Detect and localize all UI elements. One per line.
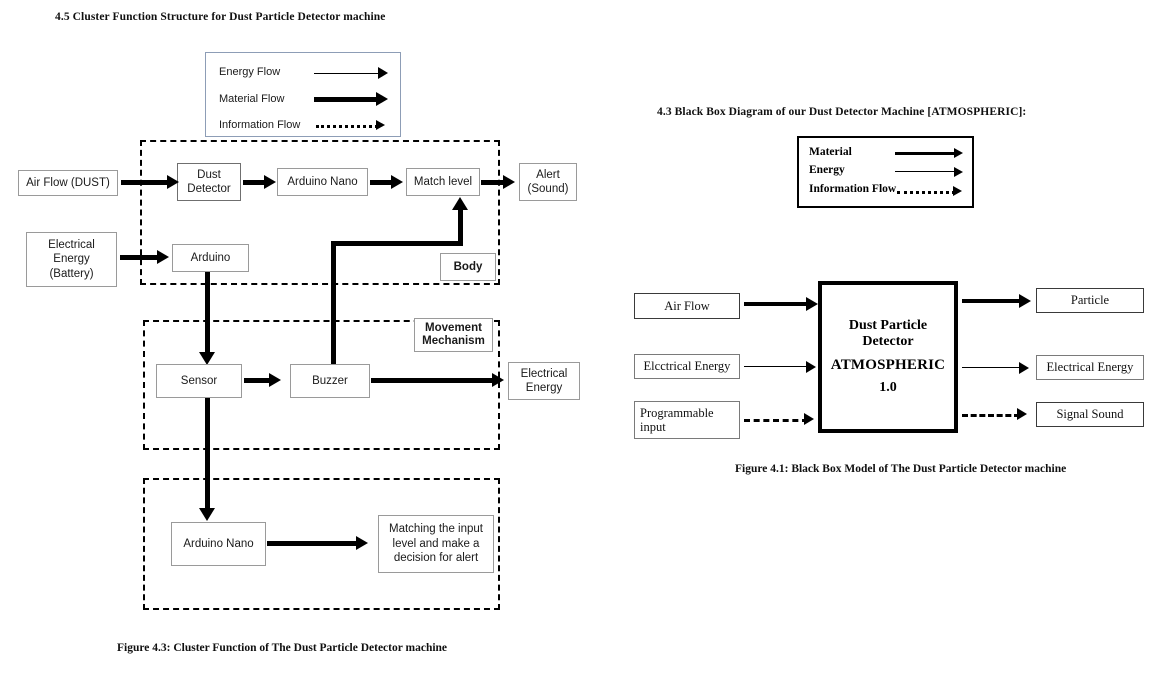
- output-box-particle: Particle: [1036, 288, 1144, 313]
- arrow-blackbox-to-electricalenergy-head: [1019, 362, 1029, 374]
- input-box-air-flow: Air Flow: [634, 293, 740, 319]
- right-diagram-heading: 4.3 Black Box Diagram of our Dust Detect…: [657, 106, 1027, 118]
- arrow-matchlevel-to-alert-head: [503, 175, 515, 189]
- box-air-flow-dust: Air Flow (DUST): [18, 170, 118, 196]
- arrow-airflow-to-blackbox-head: [806, 297, 818, 311]
- right-diagram-caption: Figure 4.1: Black Box Model of The Dust …: [735, 463, 1067, 475]
- legend-energy-flow-arrowhead: [378, 67, 388, 79]
- box-electrical-energy-output: Electrical Energy: [508, 362, 580, 400]
- input-box-electrical-energy: Elcctrical Energy: [634, 354, 740, 379]
- arrow-buzzer-to-matchlevel-horizontal: [331, 241, 463, 246]
- arrow-electricalenergy-to-blackbox-head: [806, 361, 816, 373]
- black-box-line-4: 1.0: [879, 380, 897, 396]
- legend-label-energy-flow: Energy Flow: [219, 66, 281, 78]
- label-box-body: Body: [440, 253, 496, 281]
- right-legend-information-arrowhead: [953, 186, 962, 196]
- arrow-buzzer-to-electricalenergy-line: [371, 378, 496, 383]
- right-legend-material-arrowhead: [954, 148, 963, 158]
- cluster-frame-body: [140, 140, 500, 285]
- right-legend-material-line: [895, 152, 957, 155]
- box-arduino-nano-bottom: Arduino Nano: [171, 522, 266, 566]
- cluster-frame-decision: [143, 478, 500, 610]
- arrow-airflow-to-blackbox-line: [744, 302, 810, 306]
- arrow-matchlevel-to-alert-line: [481, 180, 507, 185]
- left-diagram-heading: 4.5 Cluster Function Structure for Dust …: [55, 11, 386, 23]
- right-legend-energy-arrowhead: [954, 167, 963, 177]
- arrow-dustdetector-to-arduinonano-line: [243, 180, 267, 185]
- legend-information-flow-line: [316, 125, 378, 128]
- box-buzzer: Buzzer: [290, 364, 370, 398]
- output-box-signal-sound: Signal Sound: [1036, 402, 1144, 427]
- arrow-battery-to-arduino-line: [120, 255, 160, 260]
- arrow-battery-to-arduino-head: [157, 250, 169, 264]
- output-box-electrical-energy: Electrical Energy: [1036, 355, 1144, 380]
- box-arduino-nano-top: Arduino Nano: [277, 168, 368, 196]
- arrow-sensor-to-arduinonano-head: [199, 508, 215, 521]
- arrow-buzzer-to-matchlevel-head: [452, 197, 468, 210]
- label-box-movement-mechanism: Movement Mechanism: [414, 318, 493, 352]
- arrow-airflow-to-dustdetector-head: [167, 175, 179, 189]
- legend-label-information-flow: Information Flow: [219, 119, 301, 131]
- legend-energy-flow-line: [314, 73, 380, 74]
- arrow-blackbox-to-signalsound-line: [962, 414, 1020, 417]
- arrow-buzzer-to-electricalenergy-head: [492, 373, 504, 387]
- box-sensor: Sensor: [156, 364, 242, 398]
- legend-information-flow-arrowhead: [376, 120, 385, 130]
- legend-material-flow-arrowhead: [376, 92, 388, 106]
- box-alert-sound: Alert (Sound): [519, 163, 577, 201]
- right-legend-label-energy: Energy: [809, 164, 845, 176]
- right-legend-energy-line: [895, 171, 957, 172]
- input-box-programmable-input: Programmable input: [634, 401, 740, 439]
- left-legend-box: Energy Flow Material Flow Information Fl…: [205, 52, 401, 137]
- right-legend-information-line: [897, 191, 955, 194]
- arrow-buzzer-to-matchlevel-riser: [458, 210, 463, 244]
- left-diagram-caption: Figure 4.3: Cluster Function of The Dust…: [117, 642, 448, 654]
- black-box-dust-particle-detector: Dust Particle Detector ATMOSPHERIC 1.0: [818, 281, 958, 433]
- arrow-arduinonano-to-matching-head: [356, 536, 368, 550]
- arrow-arduinonano-to-matchlevel-line: [370, 180, 394, 185]
- arrow-blackbox-to-electricalenergy-line: [962, 367, 1024, 368]
- box-matching-decision: Matching the input level and make a deci…: [378, 515, 494, 573]
- arrow-sensor-to-buzzer-line: [244, 378, 272, 383]
- arrow-airflow-to-dustdetector-line: [121, 180, 171, 185]
- arrow-buzzer-to-matchlevel-vertical: [331, 241, 336, 366]
- legend-material-flow-line: [314, 97, 378, 102]
- arrow-blackbox-to-signalsound-head: [1017, 408, 1027, 420]
- arrow-sensor-to-arduinonano-line: [205, 398, 210, 513]
- black-box-line-2: Detector: [862, 334, 914, 349]
- arrow-blackbox-to-particle-line: [962, 299, 1022, 303]
- black-box-line-1: Dust Particle: [848, 317, 928, 333]
- box-electrical-energy-battery: Electrical Energy (Battery): [26, 232, 117, 287]
- arrow-dustdetector-to-arduinonano-head: [264, 175, 276, 189]
- arrow-arduinonano-to-matching-line: [267, 541, 359, 546]
- black-box-line-3: ATMOSPHERIC: [830, 357, 946, 374]
- right-legend-box: Material Energy Information Flow: [797, 136, 974, 208]
- right-legend-label-information-flow: Information Flow: [809, 183, 897, 195]
- arrow-arduinonano-to-matchlevel-head: [391, 175, 403, 189]
- legend-label-material-flow: Material Flow: [219, 93, 285, 105]
- arrow-electricalenergy-to-blackbox-line: [744, 366, 812, 367]
- arrow-programmableinput-to-blackbox-head: [804, 413, 814, 425]
- arrow-arduino-to-sensor-line: [205, 272, 210, 356]
- arrow-blackbox-to-particle-head: [1019, 294, 1031, 308]
- box-arduino: Arduino: [172, 244, 249, 272]
- arrow-sensor-to-buzzer-head: [269, 373, 281, 387]
- box-match-level: Match level: [406, 168, 480, 196]
- right-legend-label-material: Material: [809, 146, 852, 158]
- arrow-programmableinput-to-blackbox-line: [744, 419, 808, 422]
- arrow-arduino-to-sensor-head: [199, 352, 215, 365]
- box-dust-detector: Dust Detector: [177, 163, 241, 201]
